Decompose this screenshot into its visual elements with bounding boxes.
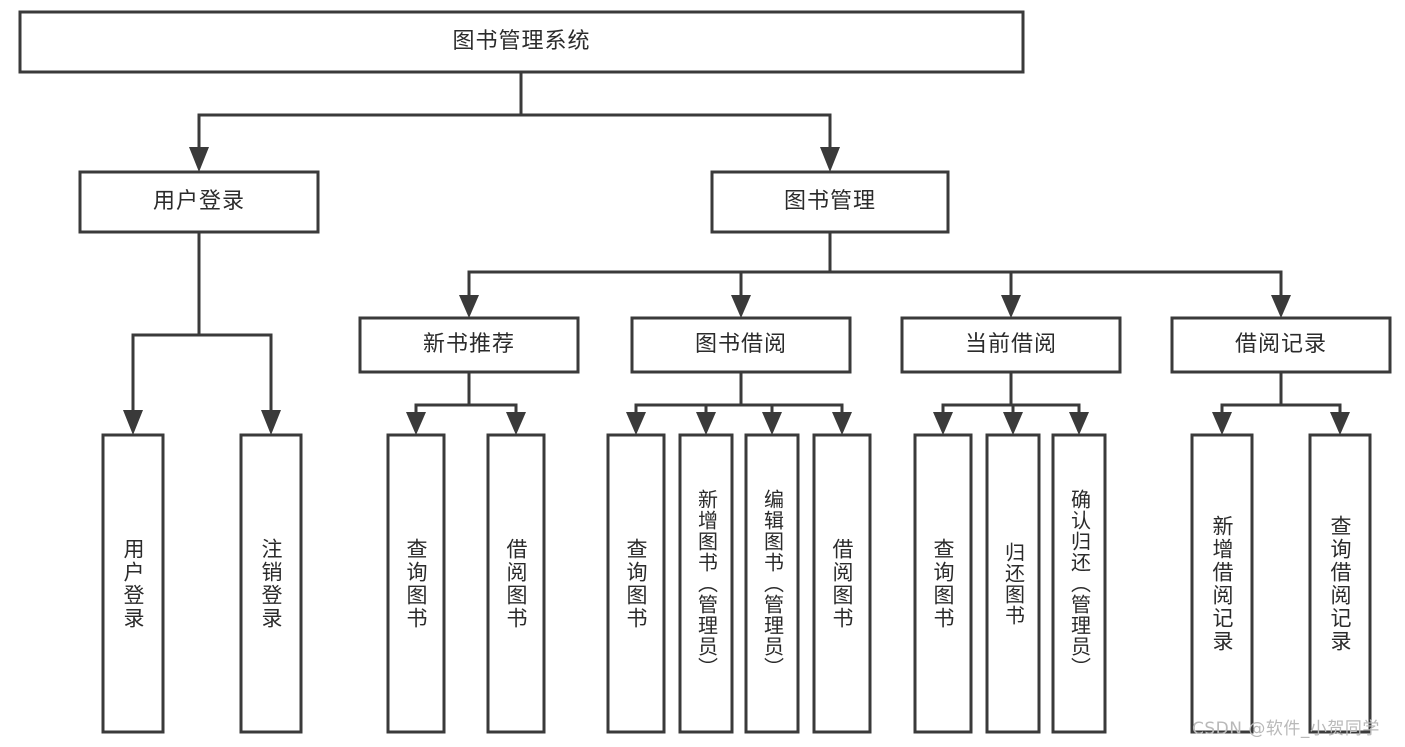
node-box-leaf-2[interactable] [239,433,303,734]
node-box-leaf-5[interactable] [606,433,666,734]
connector-user-login-to-leaves [123,230,281,435]
node-box-root[interactable] [18,10,1025,74]
node-box-leaf-9[interactable] [913,433,973,734]
connector-root-to-level2 [189,70,840,172]
node-box-leaf-4[interactable] [486,433,546,734]
node-box-leaf-10[interactable] [985,433,1041,734]
node-box-current-borrow[interactable] [900,316,1122,374]
node-box-leaf-7[interactable] [744,433,800,734]
connector-borrow-record-to-leaves [1212,370,1350,435]
connector-current-borrow-to-leaves [933,370,1089,435]
node-box-book-management[interactable] [710,170,950,234]
node-box-leaf-6[interactable] [678,433,734,734]
node-box-leaf-1[interactable] [101,433,165,734]
node-box-book-borrow[interactable] [630,316,852,374]
connector-book-management-to-level3 [459,230,1291,318]
node-box-borrow-record[interactable] [1170,316,1392,374]
connector-book-borrow-to-leaves [626,370,852,435]
node-box-user-login[interactable] [78,170,320,234]
node-box-new-book-recommend[interactable] [358,316,580,374]
connector-new-book-recommend-to-leaves [406,370,526,435]
node-box-leaf-13[interactable] [1308,433,1372,734]
node-box-leaf-8[interactable] [812,433,872,734]
node-box-leaf-12[interactable] [1190,433,1254,734]
node-box-leaf-11[interactable] [1051,433,1107,734]
node-box-leaf-3[interactable] [386,433,446,734]
